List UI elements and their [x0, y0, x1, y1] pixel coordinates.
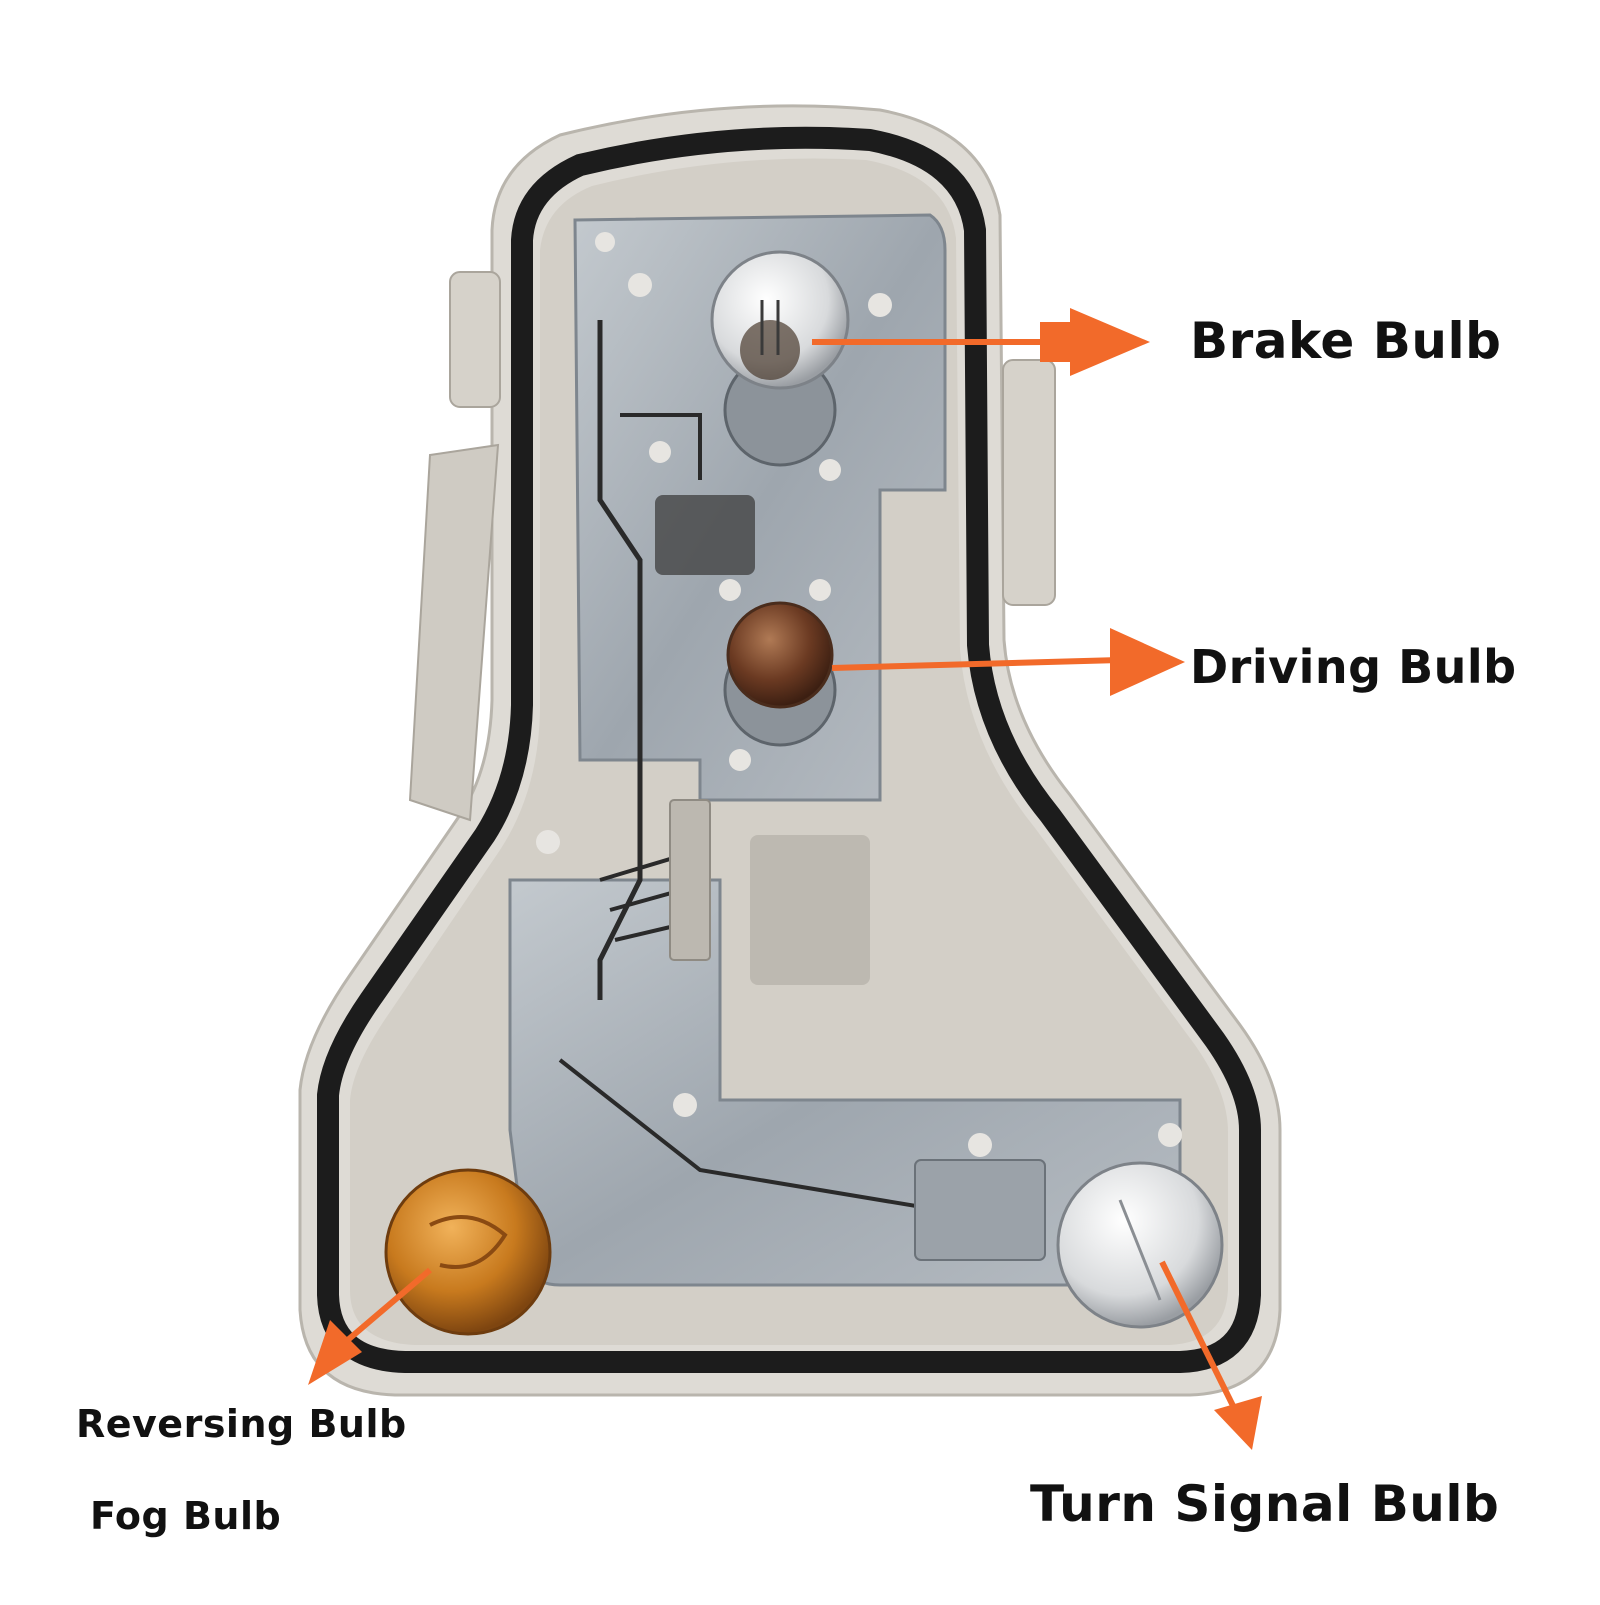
- tray-window: [750, 835, 870, 985]
- turn-signal-bulb: [1056, 1161, 1224, 1329]
- brake-arrow: [812, 308, 1150, 376]
- turn-signal-bulb-label: Turn Signal Bulb: [1030, 1475, 1500, 1533]
- reversing-bulb-label: Reversing Bulb: [76, 1402, 407, 1446]
- turn-bulb-socket: [914, 1159, 1046, 1261]
- reversing-fog-arrow: [308, 1267, 432, 1385]
- driving-arrow: [831, 628, 1185, 696]
- reversing-fog-bulb: [384, 1168, 552, 1336]
- driving-bulb-label: Driving Bulb: [1190, 640, 1517, 694]
- mounting-hole: [868, 293, 892, 317]
- right-clip: [1002, 359, 1056, 606]
- plate-cutout: [655, 495, 755, 575]
- mounting-hole: [968, 1133, 992, 1157]
- turn-signal-arrow: [1159, 1260, 1262, 1450]
- mounting-hole: [719, 579, 741, 601]
- wire-trace: [620, 413, 702, 480]
- mounting-hole: [649, 441, 671, 463]
- mounting-hole: [1158, 1123, 1182, 1147]
- fog-bulb-label: Fog Bulb: [90, 1494, 282, 1538]
- mounting-hole: [536, 830, 560, 854]
- mounting-hole: [809, 579, 831, 601]
- mounting-hole: [628, 273, 652, 297]
- mounting-hole: [729, 749, 751, 771]
- left-side-ribs: [408, 443, 500, 822]
- left-clip: [449, 271, 501, 408]
- driving-bulb: [726, 601, 834, 709]
- brake-bulb: [710, 250, 850, 390]
- gasket: [317, 126, 1261, 1373]
- wire-trace: [597, 320, 643, 1000]
- mounting-hole: [673, 1093, 697, 1117]
- mounting-hole: [595, 232, 615, 252]
- brake-bulb-label: Brake Bulb: [1190, 312, 1502, 370]
- mounting-hole: [819, 459, 841, 481]
- connector-comb: [669, 799, 711, 961]
